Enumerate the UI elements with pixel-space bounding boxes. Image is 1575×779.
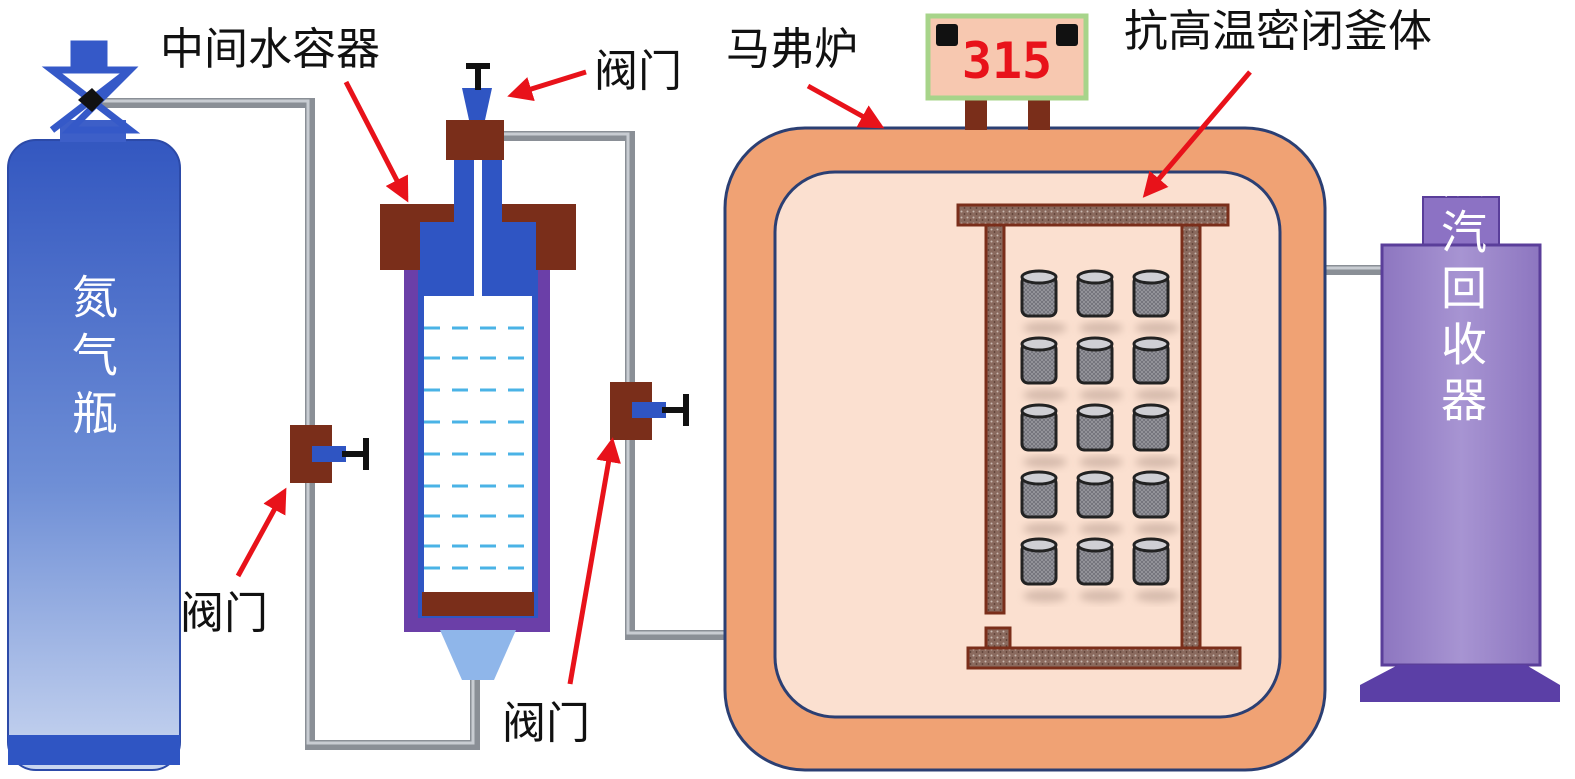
sample-can-icon: [1076, 470, 1123, 535]
sample-can-icon: [1132, 269, 1179, 334]
temperature-value: 315: [962, 32, 1052, 90]
label-valve-top: 阀门: [594, 46, 682, 97]
arrow-icon: [567, 437, 621, 685]
label-sealed-vessel: 抗高温密闭釜体: [1124, 6, 1432, 57]
arrow-icon: [235, 487, 287, 578]
top-valve-handle-icon[interactable]: [466, 63, 490, 90]
label-valve-bottom: 阀门: [502, 698, 590, 749]
sample-grid: [1020, 269, 1179, 602]
cylinder-knob-icon: [78, 88, 104, 112]
sample-can-icon: [1020, 403, 1067, 468]
pipe-cylinder-to-container: [100, 98, 480, 750]
steam-recovery-unit: 蒸汽回收器: [1360, 152, 1560, 702]
sample-can-icon: [1076, 336, 1123, 401]
valve-handle-icon: [662, 394, 689, 426]
label-intermediate-water-container: 中间水容器: [160, 24, 380, 75]
arrow-icon: [507, 69, 587, 102]
arrow-icon: [1142, 70, 1252, 198]
nitrogen-cylinder-label: 氮气瓶: [65, 273, 119, 447]
valve-handle-icon: [342, 438, 369, 470]
sample-can-icon: [1132, 470, 1179, 535]
sample-can-icon: [1076, 269, 1123, 334]
intermediate-water-container: [380, 63, 576, 680]
arrow-icon: [343, 80, 409, 203]
label-muffle-furnace: 马弗炉: [726, 24, 858, 75]
label-valve-left: 阀门: [180, 588, 268, 639]
sample-can-icon: [1020, 269, 1067, 334]
sample-can-icon: [1020, 336, 1067, 401]
cylinder-valve-icon: [41, 40, 141, 134]
arrow-icon: [806, 83, 885, 129]
valve-right[interactable]: [610, 382, 689, 440]
sample-can-icon: [1020, 470, 1067, 535]
nitrogen-cylinder: 氮气瓶: [7, 40, 181, 771]
sample-can-icon: [1132, 403, 1179, 468]
sample-can-icon: [1020, 537, 1067, 602]
steam-recovery-label: 蒸汽回收器: [1434, 152, 1488, 432]
sample-can-icon: [1076, 537, 1123, 602]
temperature-display: 315: [925, 13, 1089, 101]
sealed-vessel: [956, 203, 1242, 670]
annotation-arrows: [235, 69, 1252, 685]
water-level-lines: [424, 326, 532, 570]
sample-can-icon: [1076, 403, 1123, 468]
sample-can-icon: [1132, 336, 1179, 401]
valve-left[interactable]: [290, 425, 369, 483]
sample-can-icon: [1132, 537, 1179, 602]
